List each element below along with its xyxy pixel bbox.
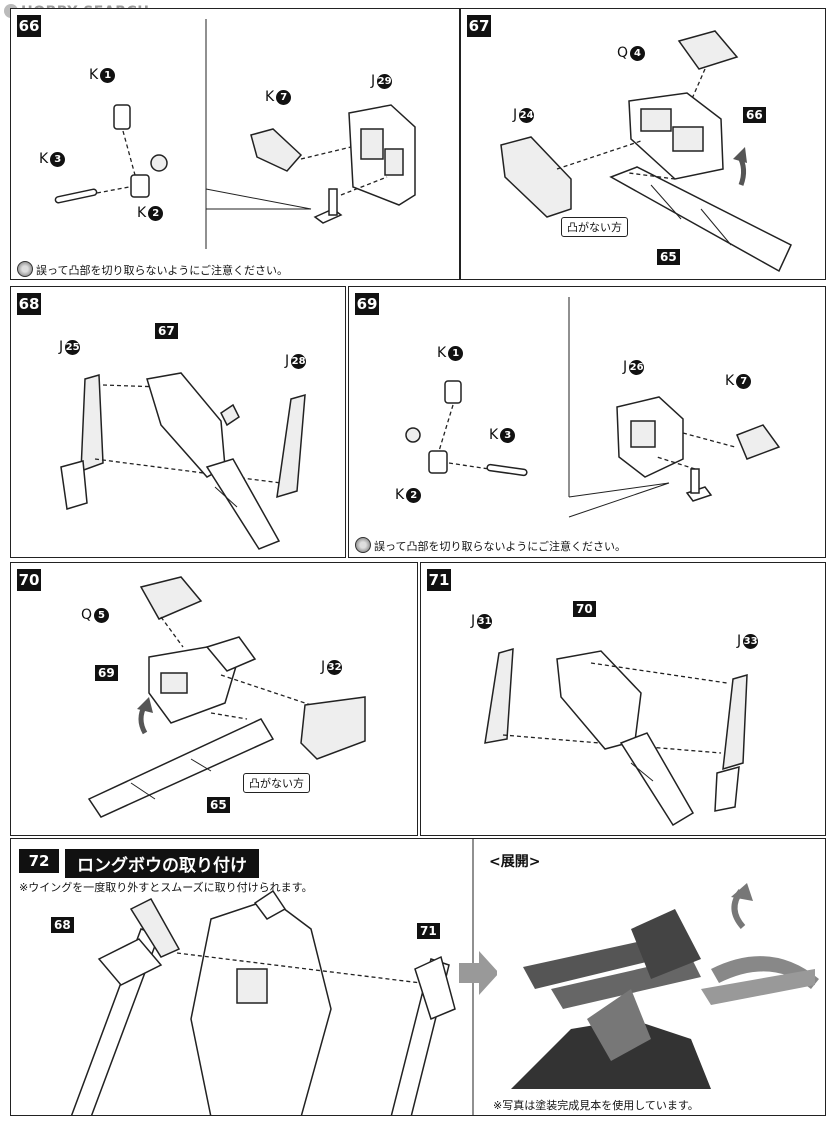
step-69-diagram — [405, 297, 781, 518]
photo-diagram — [497, 875, 819, 1097]
step-number: 71 — [427, 569, 451, 591]
step-number: 72 — [19, 849, 59, 873]
step-number: 67 — [467, 15, 491, 37]
step-72-title: ロングボウの取り付け — [65, 849, 259, 878]
step-number: 69 — [355, 293, 379, 315]
step-67-diagram — [500, 30, 792, 273]
assembly-67 — [146, 372, 226, 478]
part-j25 — [80, 374, 104, 473]
expand-heading: <展開> — [489, 854, 541, 870]
ref-68: 68 — [51, 917, 74, 933]
photo-note: ※写真は塗装完成見本を使用しています。 — [493, 1099, 699, 1112]
callout-no-protrusion: 凸がない方 — [561, 217, 628, 237]
part-65 — [87, 718, 275, 818]
ref-65: 65 — [657, 249, 680, 265]
step-66-diagram — [54, 19, 416, 249]
ref-71: 71 — [417, 923, 440, 939]
part-j24 — [500, 136, 572, 218]
ref-66: 66 — [743, 107, 766, 123]
step-71-diagram — [484, 647, 748, 827]
part-j32 — [300, 696, 366, 760]
part-q5 — [139, 576, 203, 620]
step-number: 66 — [17, 15, 41, 37]
caution-note: 誤って凸部を切り取らないようにご注意ください。 — [355, 537, 626, 554]
ref-67: 67 — [155, 323, 178, 339]
next-arrow-icon — [459, 951, 499, 995]
caution-icon — [17, 261, 33, 277]
part-k7 — [736, 424, 781, 460]
part-k3 — [54, 188, 98, 204]
step-70-diagram — [87, 576, 366, 818]
part-j31 — [484, 647, 514, 744]
step-72-panel: 72 ロングボウの取り付け ※ウイングを一度取り外すとスムーズに取り付けられます… — [10, 838, 826, 1116]
part-j28 — [276, 393, 306, 499]
part-k3 — [486, 463, 528, 477]
caution-note: 誤って凸部を切り取らないようにご注意ください。 — [17, 261, 288, 278]
callout-no-protrusion: 凸がない方 — [243, 773, 310, 793]
step-number: 70 — [17, 569, 41, 591]
step-68-diagram — [60, 372, 306, 550]
part-65 — [609, 166, 792, 273]
caution-icon — [355, 537, 371, 553]
part-k7 — [250, 128, 303, 172]
part-k2 — [130, 174, 150, 198]
part-k1 — [444, 380, 462, 404]
step-72-diagram — [70, 839, 499, 1115]
part-k2 — [428, 450, 448, 474]
part-q4 — [677, 30, 739, 70]
assembly-70 — [556, 650, 642, 750]
ref-65: 65 — [207, 797, 230, 813]
ref-70: 70 — [573, 601, 596, 617]
part-k1 — [113, 104, 131, 130]
part-j33 — [722, 673, 748, 771]
step-72-note: ※ウイングを一度取り外すとスムーズに取り付けられます。 — [19, 881, 313, 894]
ref-69: 69 — [95, 665, 118, 681]
step-number: 68 — [17, 293, 41, 315]
